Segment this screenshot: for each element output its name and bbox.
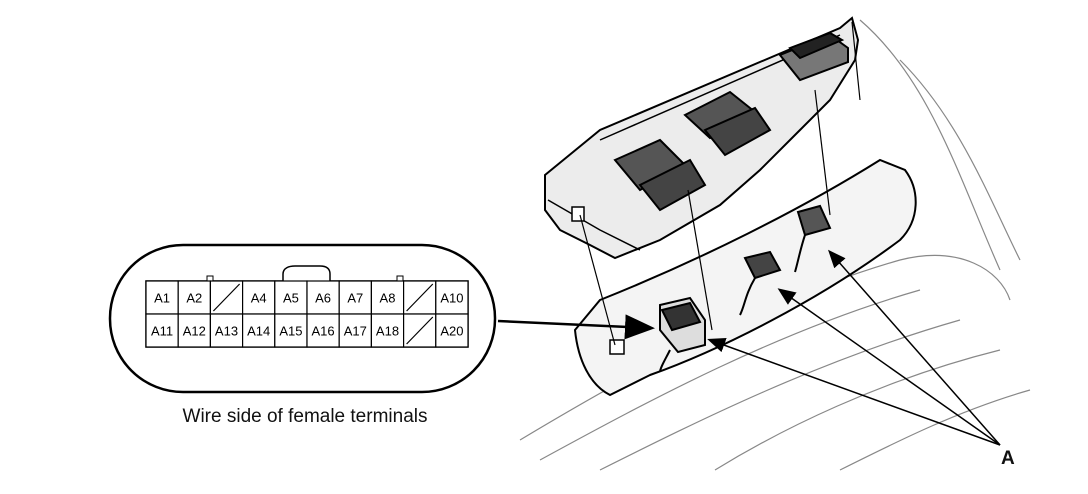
terminal-cell [177,313,211,348]
terminal-cell [435,313,469,348]
connector-caption: Wire side of female terminals [182,406,428,427]
unused-terminal-slash [212,283,241,312]
terminal-cell [306,280,340,315]
terminal-label: A14 [247,324,270,339]
unused-terminal-slash [406,283,434,312]
terminal-cell [338,313,373,348]
panel-connectors [659,204,832,373]
unused-terminal-slash [406,316,434,345]
terminal-label: A13 [215,324,238,339]
switch-panel [544,16,860,260]
terminal-label: A8 [380,291,396,306]
terminal-label: A17 [344,324,367,339]
callout-a-arrows [707,249,1001,446]
terminal-cell [338,280,373,315]
terminal-cell [242,280,276,315]
terminal-cell [145,280,179,315]
terminal-label: A2 [186,291,202,306]
terminal-label: A6 [315,291,331,306]
terminal-label: A16 [312,324,335,339]
console-housing [573,158,917,397]
terminal-label: A11 [151,324,173,339]
terminal-label: A18 [376,324,399,339]
terminal-label: A12 [183,324,206,339]
terminal-label: A4 [251,291,267,306]
terminal-cell [145,313,179,348]
console-body [519,19,1031,471]
terminal-label: A1 [154,291,170,306]
terminal-label: A10 [440,291,463,306]
terminal-cell [209,313,244,348]
panel-clips [571,206,625,355]
terminal-label: A15 [279,324,302,339]
terminal-cell [370,280,405,315]
terminal-label: A7 [347,291,363,306]
callout-arrow [497,314,655,340]
terminal-label: A20 [440,324,463,339]
callout-label-a: A [1001,448,1015,469]
terminal-label: A5 [283,291,299,306]
alignment-lines [579,21,861,346]
terminal-cell [370,313,405,348]
